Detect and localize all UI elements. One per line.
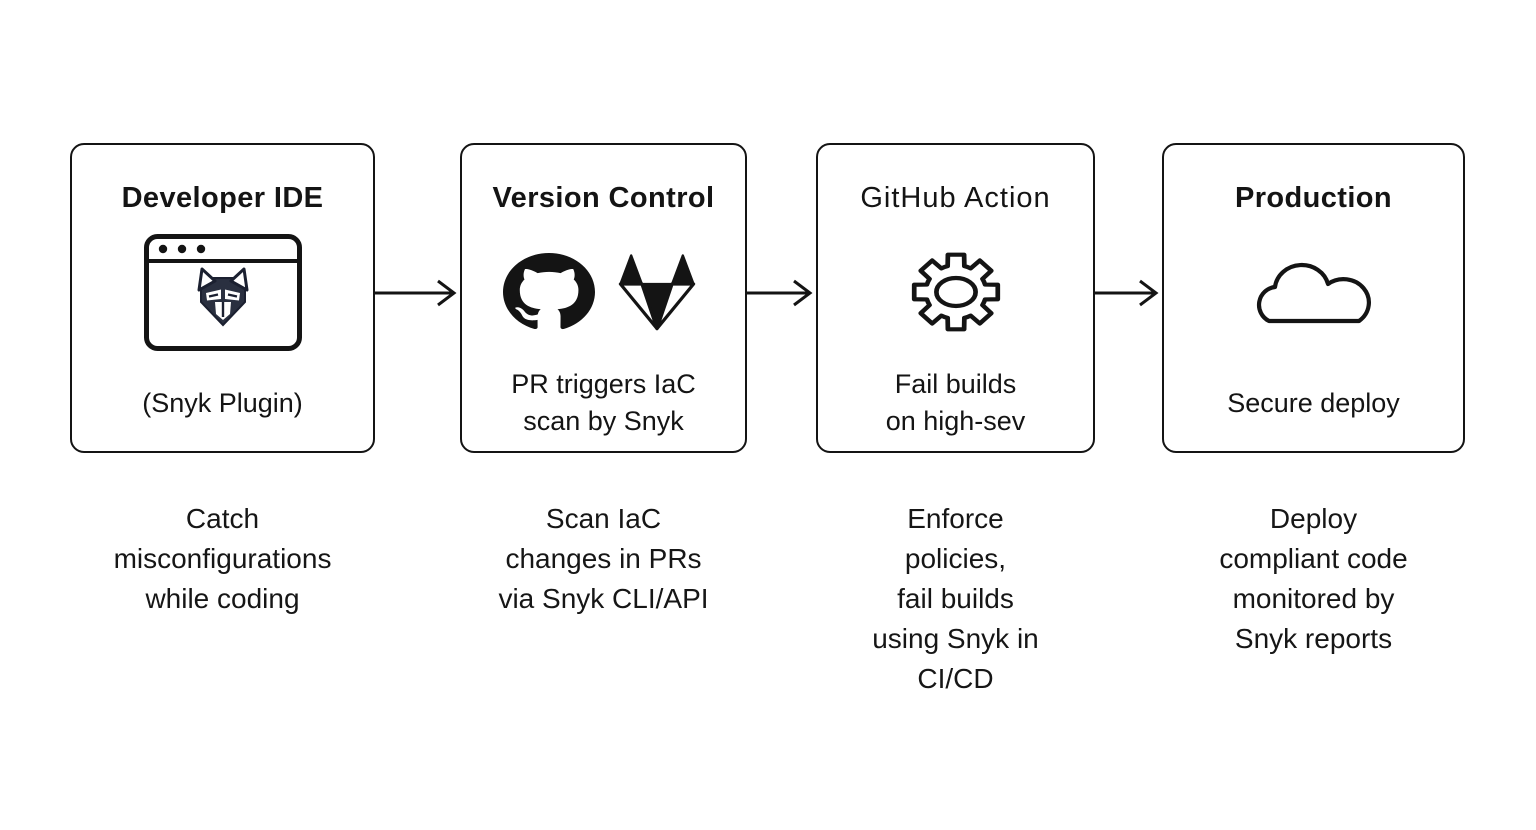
developer-ide-title: Developer IDE <box>121 182 324 214</box>
github-logo-icon <box>502 253 595 331</box>
step-production: Production Secure deploy Deploy complian… <box>1162 143 1465 659</box>
production-caption: Secure deploy <box>1227 387 1400 418</box>
step-developer-ide: Developer IDE <box>70 143 375 619</box>
flow-row: Developer IDE <box>70 143 1465 699</box>
gitlab-logo-icon <box>609 252 705 332</box>
github-action-box: GitHub Action Fail builds on high-sev <box>816 143 1095 453</box>
version-control-description: Scan IaC changes in PRs via Snyk CLI/API <box>498 503 709 614</box>
github-action-caption: Fail builds on high-sev <box>885 369 1026 436</box>
arrow-right-icon <box>375 143 460 699</box>
browser-window-snyk-icon <box>143 233 302 351</box>
production-description: Deploy compliant code monitored by Snyk … <box>1219 503 1408 654</box>
developer-ide-description: Catch misconfigurations while coding <box>113 503 332 614</box>
snyk-dog-logo-icon <box>197 267 248 326</box>
github-action-title: GitHub Action <box>860 182 1051 214</box>
version-control-caption: PR triggers IaC scan by Snyk <box>511 369 696 436</box>
github-action-description: Enforce policies, fail builds using Snyk… <box>872 503 1039 694</box>
version-control-title: Version Control <box>492 182 715 214</box>
arrow-right-icon <box>1095 143 1162 699</box>
step-version-control: Version Control <box>460 143 747 619</box>
production-box: Production Secure deploy <box>1162 143 1465 453</box>
step-github-action: GitHub Action Fail builds on high-sev En… <box>816 143 1095 699</box>
gear-icon <box>900 242 1012 342</box>
version-control-box: Version Control <box>460 143 747 453</box>
arrow-right-icon <box>747 143 816 699</box>
developer-ide-caption: (Snyk Plugin) <box>142 387 303 418</box>
developer-ide-box: Developer IDE <box>70 143 375 453</box>
production-title: Production <box>1234 182 1393 214</box>
cloud-icon <box>1239 251 1389 333</box>
